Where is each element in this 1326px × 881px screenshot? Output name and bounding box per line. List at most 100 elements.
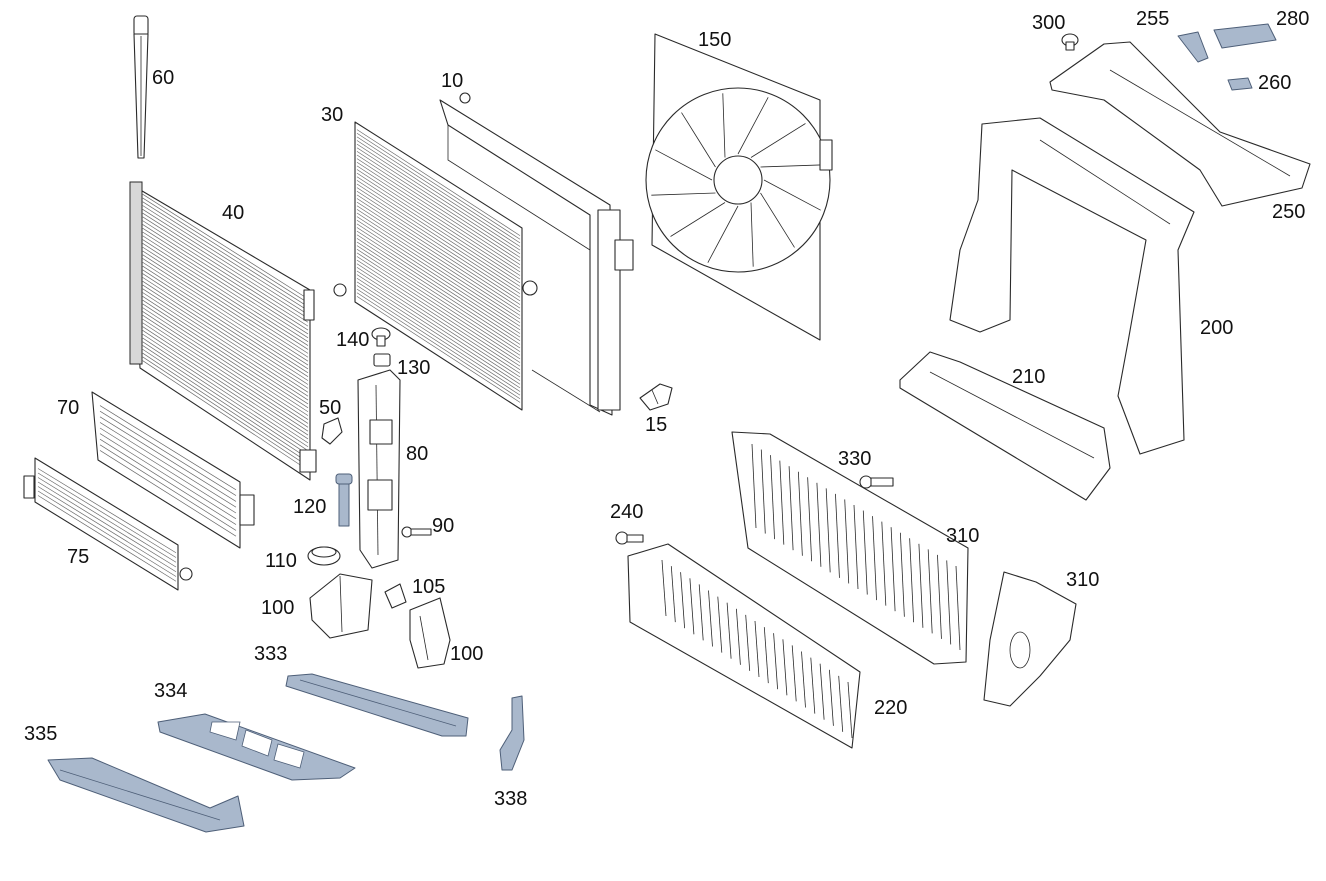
line-detail <box>141 254 309 362</box>
line-detail <box>37 468 177 554</box>
line-detail <box>356 248 521 356</box>
line-detail <box>909 538 915 623</box>
line-detail <box>141 344 309 455</box>
line-detail <box>797 471 803 556</box>
line-detail <box>141 265 309 374</box>
line-detail <box>838 675 844 732</box>
line-detail <box>736 608 741 665</box>
line-detail <box>356 241 521 349</box>
part-75-radiator <box>23 457 193 591</box>
line-detail <box>356 161 521 269</box>
line-detail <box>99 416 237 502</box>
line-detail <box>141 216 309 323</box>
line-detail <box>356 140 521 247</box>
label-105: 105 <box>412 576 445 598</box>
line-detail <box>356 194 521 302</box>
line-detail <box>356 165 521 273</box>
line-detail <box>807 477 813 562</box>
line-detail <box>708 590 713 647</box>
line-detail <box>356 230 521 338</box>
line-detail <box>356 198 521 305</box>
line-detail <box>717 596 723 653</box>
line-detail <box>651 192 716 196</box>
line-detail <box>141 306 309 416</box>
label-50: 50 <box>319 397 341 419</box>
line-detail <box>680 572 685 629</box>
line-detail <box>141 314 309 424</box>
label-210: 210 <box>1012 366 1045 388</box>
part-280-clip <box>1061 33 1079 51</box>
label-280: 300 <box>1032 12 1065 34</box>
line-detail <box>356 180 521 287</box>
line-detail <box>770 455 775 540</box>
label-333: 333 <box>254 643 287 665</box>
line-detail <box>141 359 309 471</box>
line-detail <box>825 488 831 573</box>
part-120-bolt <box>335 473 353 527</box>
line-detail <box>141 257 309 366</box>
label-10: 10 <box>441 70 463 92</box>
line-detail <box>763 627 769 684</box>
line-detail <box>791 645 797 702</box>
line-detail <box>356 223 521 331</box>
label-30: 30 <box>321 104 343 126</box>
line-detail <box>141 193 309 300</box>
part-220-grille <box>627 543 861 749</box>
line-detail <box>356 259 521 367</box>
line-detail <box>819 663 825 720</box>
line-detail <box>750 123 806 158</box>
line-detail <box>356 209 521 316</box>
part-334-tray <box>157 713 356 781</box>
label-230: 240 <box>610 501 643 523</box>
line-detail <box>141 235 309 342</box>
line-detail <box>141 280 309 389</box>
label-130: 130 <box>397 357 430 379</box>
label-335: 335 <box>24 723 57 745</box>
line-detail <box>356 187 521 294</box>
line-detail <box>141 303 309 413</box>
line-detail <box>356 132 521 240</box>
part-255-pad <box>1227 77 1253 91</box>
line-detail <box>754 620 760 678</box>
part-338-bracket <box>499 695 525 771</box>
line-detail <box>862 510 868 595</box>
line-detail <box>760 164 825 168</box>
line-detail <box>356 205 521 313</box>
line-detail <box>356 267 521 374</box>
line-detail <box>356 147 521 255</box>
part-330-bolt <box>859 475 894 489</box>
label-100-right: 100 <box>450 643 483 665</box>
line-detail <box>655 149 713 181</box>
line-detail <box>356 227 521 334</box>
line-detail <box>141 219 309 327</box>
part-230-bolt <box>615 531 644 545</box>
label-334: 334 <box>154 680 187 702</box>
line-detail <box>356 151 521 258</box>
line-detail <box>773 633 778 690</box>
line-detail <box>750 202 754 267</box>
line-detail <box>356 158 521 265</box>
part-60-rod <box>133 15 149 159</box>
line-detail <box>141 352 309 463</box>
line-detail <box>356 176 521 284</box>
line-detail <box>356 277 521 385</box>
line-detail <box>955 565 961 651</box>
line-detail <box>141 348 309 459</box>
line-detail <box>99 427 237 514</box>
line-detail <box>141 356 309 467</box>
line-detail <box>37 477 177 563</box>
part-105-clip <box>384 583 407 609</box>
part-210-air-guide <box>899 351 1111 501</box>
label-100-left: 100 <box>261 597 294 619</box>
part-130-grommet <box>373 353 391 367</box>
line-detail <box>141 204 309 311</box>
line-detail <box>810 657 816 714</box>
line-detail <box>847 681 853 739</box>
label-120: 120 <box>293 496 326 518</box>
line-detail <box>661 559 667 617</box>
line-detail <box>356 285 521 392</box>
label-338: 338 <box>494 788 527 810</box>
line-detail <box>356 245 521 352</box>
line-detail <box>141 325 309 436</box>
label-310: 310 <box>1066 569 1099 591</box>
